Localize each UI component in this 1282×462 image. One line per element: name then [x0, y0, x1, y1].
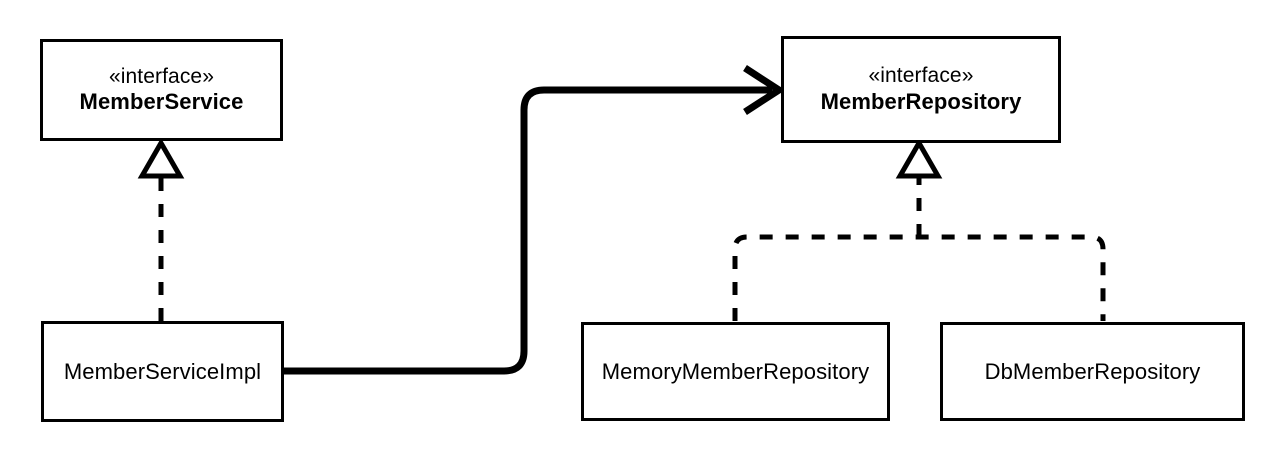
class-box-memory-member-repository[interactable]: MemoryMemberRepository — [581, 322, 890, 421]
type-name-label: MemoryMemberRepository — [601, 358, 870, 384]
class-box-member-service-impl[interactable]: MemberServiceImpl — [41, 321, 284, 422]
stereotype-label: «interface» — [108, 64, 214, 88]
edge-realization-service — [137, 137, 185, 321]
type-name-label: DbMemberRepository — [984, 358, 1201, 384]
type-name-label: MemberRepository — [820, 88, 1022, 114]
stereotype-label: «interface» — [868, 64, 974, 88]
hollow-triangle-icon — [895, 137, 943, 179]
edge-association-impl-to-repository — [284, 65, 786, 375]
class-box-member-repository[interactable]: «interface» MemberRepository — [781, 36, 1061, 143]
class-box-member-service[interactable]: «interface» MemberService — [40, 39, 283, 141]
realization-repository-bus — [732, 234, 1106, 321]
hollow-triangle-icon — [137, 137, 185, 179]
type-name-label: MemberServiceImpl — [63, 358, 262, 384]
class-box-db-member-repository[interactable]: DbMemberRepository — [940, 322, 1245, 421]
type-name-label: MemberService — [79, 89, 244, 115]
open-arrow-icon — [743, 65, 786, 115]
association-line — [284, 86, 772, 375]
edge-realization-repositories — [732, 137, 1106, 321]
